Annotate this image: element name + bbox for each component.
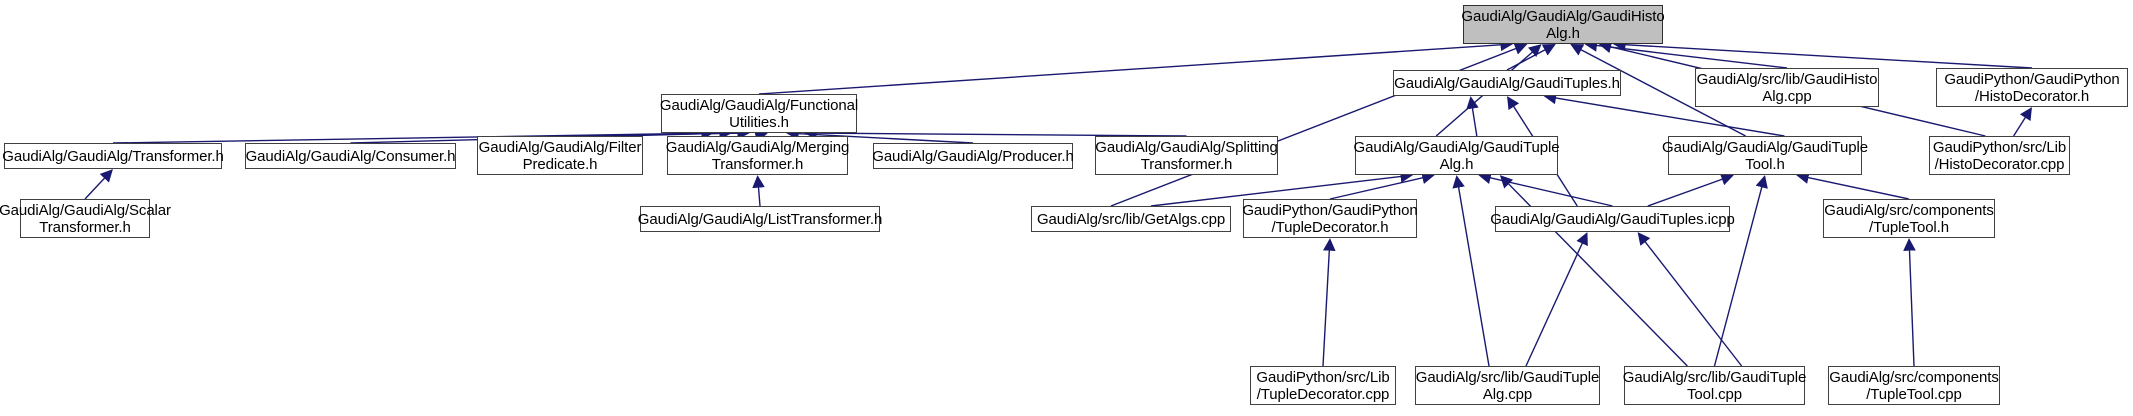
graph-edge-n21-to-n11 bbox=[1452, 175, 1490, 367]
graph-node-n1[interactable]: GaudiAlg/GaudiAlg/Functional Utilities.h bbox=[660, 94, 858, 133]
graph-edge-n18-to-n12 bbox=[1647, 173, 1734, 207]
graph-node-n12[interactable]: GaudiAlg/GaudiAlg/GaudiTuple Tool.h bbox=[1662, 136, 1868, 175]
graph-node-n6[interactable]: GaudiAlg/GaudiAlg/Consumer.h bbox=[245, 143, 456, 169]
graph-node-n23[interactable]: GaudiAlg/src/components /TupleTool.cpp bbox=[1828, 366, 2000, 405]
graph-node-n20[interactable]: GaudiPython/src/Lib /TupleDecorator.cpp bbox=[1250, 366, 1396, 405]
graph-node-n18[interactable]: GaudiAlg/GaudiAlg/GaudiTuples.icpp bbox=[1490, 206, 1735, 232]
graph-node-n9[interactable]: GaudiAlg/GaudiAlg/Producer.h bbox=[872, 143, 1074, 169]
graph-node-n11[interactable]: GaudiAlg/GaudiAlg/GaudiTuple Alg.h bbox=[1354, 136, 1560, 175]
graph-node-n16[interactable]: GaudiAlg/src/lib/GetAlgs.cpp bbox=[1031, 206, 1231, 232]
graph-node-n13[interactable]: GaudiPython/src/Lib /HistoDecorator.cpp bbox=[1929, 136, 2070, 175]
graph-node-n7[interactable]: GaudiAlg/GaudiAlg/Filter Predicate.h bbox=[477, 136, 643, 175]
graph-edge-n13-to-n4 bbox=[2013, 107, 2032, 137]
graph-edge-n4-to-n0 bbox=[1612, 38, 2033, 69]
graph-node-n10[interactable]: GaudiAlg/GaudiAlg/Splitting Transformer.… bbox=[1095, 136, 1278, 175]
graph-edge-n3-to-n0 bbox=[1584, 39, 1788, 69]
graph-node-n19[interactable]: GaudiAlg/src/components /TupleTool.h bbox=[1823, 199, 1995, 238]
graph-node-n17[interactable]: GaudiPython/GaudiPython /TupleDecorator.… bbox=[1242, 199, 1418, 238]
graph-node-n3[interactable]: GaudiAlg/src/lib/GaudiHisto Alg.cpp bbox=[1695, 68, 1879, 107]
graph-edge-n19-to-n12 bbox=[1796, 171, 1910, 200]
graph-edge-n22-to-n18 bbox=[1637, 232, 1743, 367]
graph-node-n0[interactable]: GaudiAlg/GaudiAlg/GaudiHisto Alg.h bbox=[1461, 5, 1665, 44]
graph-edge-n11-to-n2 bbox=[1466, 96, 1479, 137]
graph-edge-n22-to-n11 bbox=[1499, 175, 1688, 367]
graph-edge-n20-to-n17 bbox=[1322, 238, 1336, 367]
graph-edge-n2-to-n0 bbox=[1506, 44, 1556, 71]
graph-node-n22[interactable]: GaudiAlg/src/lib/GaudiTuple Tool.cpp bbox=[1623, 366, 1806, 405]
graph-node-n4[interactable]: GaudiPython/GaudiPython /HistoDecorator.… bbox=[1936, 68, 2128, 107]
graph-node-n21[interactable]: GaudiAlg/src/lib/GaudiTuple Alg.cpp bbox=[1415, 366, 1600, 405]
graph-edge-n22-to-n12 bbox=[1713, 175, 1768, 367]
graph-node-n5[interactable]: GaudiAlg/GaudiAlg/Transformer.h bbox=[2, 143, 224, 169]
graph-node-n8[interactable]: GaudiAlg/GaudiAlg/Merging Transformer.h bbox=[666, 136, 849, 175]
graph-node-n15[interactable]: GaudiAlg/GaudiAlg/ListTransformer.h bbox=[638, 206, 882, 232]
graph-edge-n17-to-n11 bbox=[1329, 171, 1435, 200]
graph-edge-n21-to-n18 bbox=[1525, 232, 1588, 367]
graph-edge-n14-to-n5 bbox=[84, 169, 113, 200]
graph-edge-n16-to-n0 bbox=[1110, 42, 1528, 207]
graph-node-n14[interactable]: GaudiAlg/GaudiAlg/Scalar Transformer.h bbox=[0, 199, 171, 238]
graph-edge-n15-to-n8 bbox=[752, 175, 765, 207]
graph-edge-n23-to-n19 bbox=[1903, 238, 1916, 367]
graph-node-n2[interactable]: GaudiAlg/GaudiAlg/GaudiTuples.h bbox=[1393, 70, 1621, 96]
graph-edge-n18-to-n11 bbox=[1478, 171, 1613, 207]
